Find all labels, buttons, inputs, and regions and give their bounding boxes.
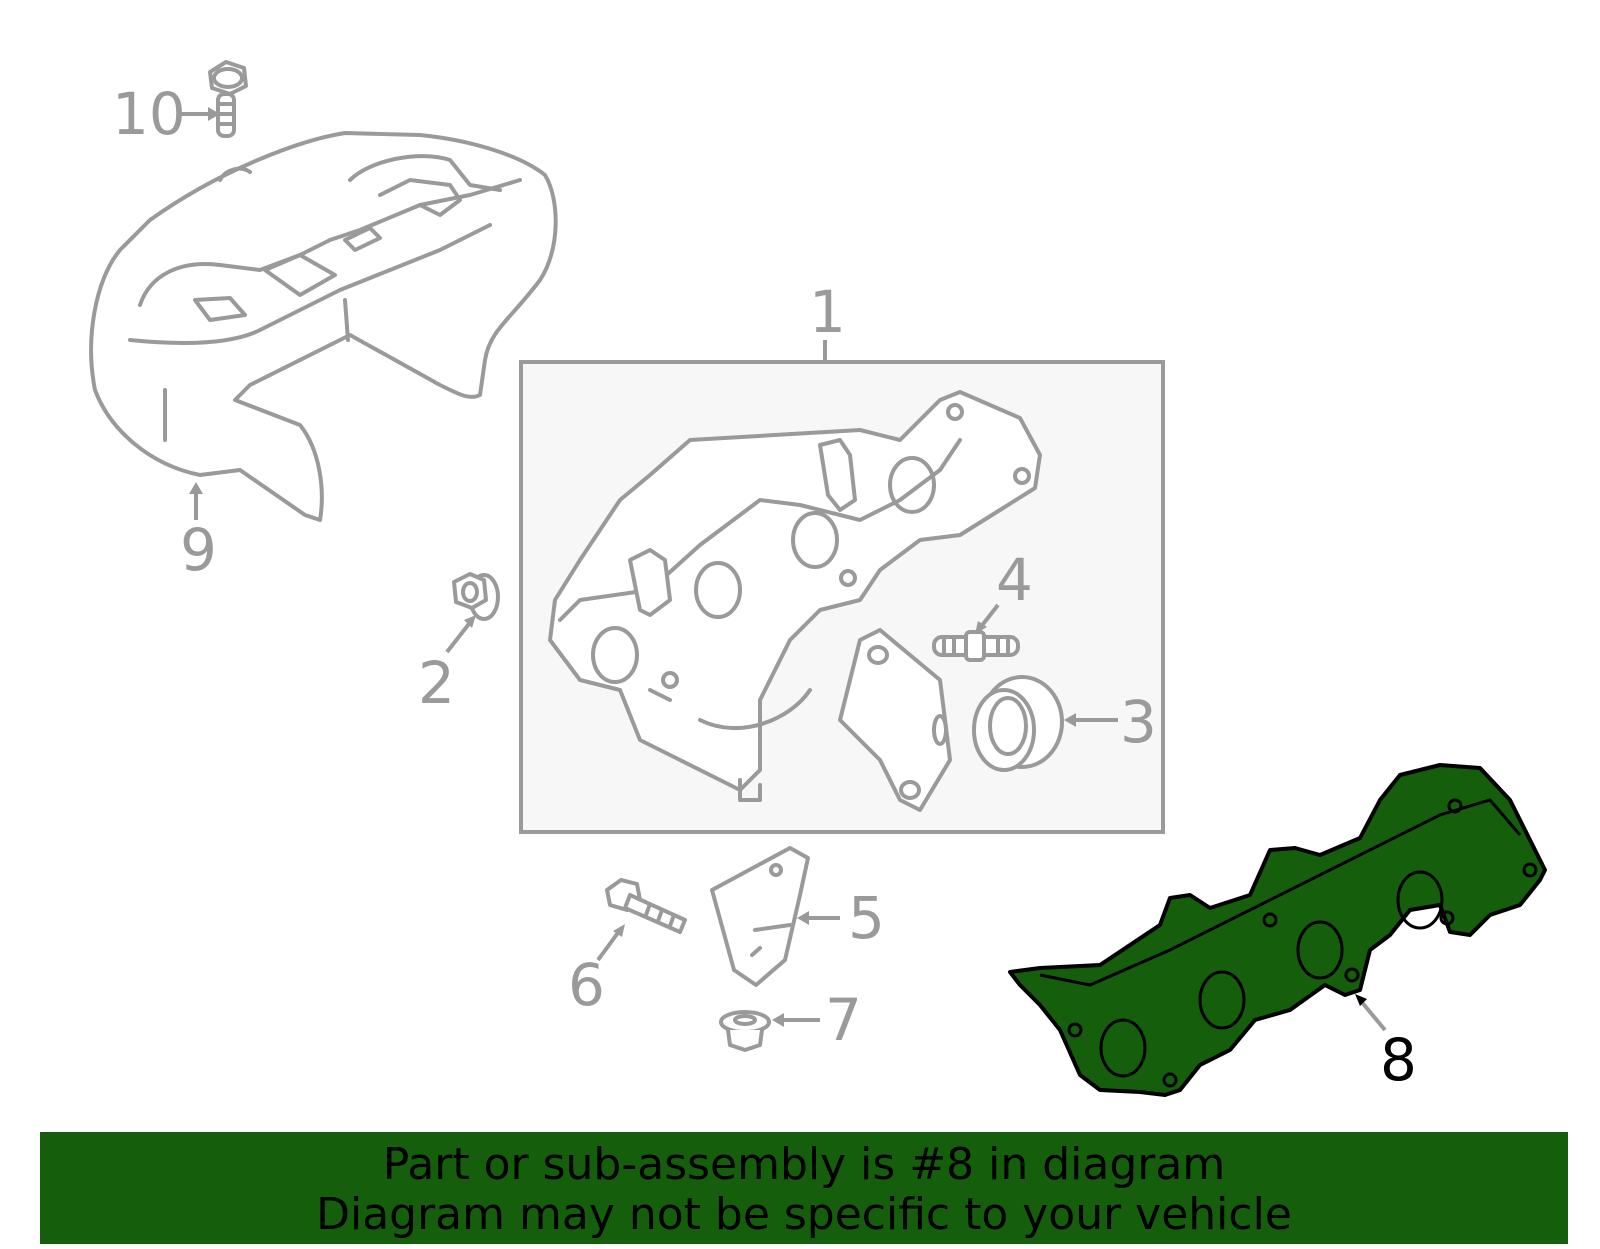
callout-8: 8: [1380, 1026, 1417, 1094]
leader-2: [445, 618, 474, 654]
callout-leaders: [180, 107, 1387, 1032]
banner-line-1: Part or sub-assembly is #8 in diagram: [382, 1139, 1226, 1190]
bolt-part-10: [208, 60, 248, 138]
stud-part-4: [932, 630, 1020, 662]
heat-shield-part-9: [89, 131, 558, 522]
callout-10: 10: [112, 80, 186, 148]
callout-3: 3: [1120, 688, 1157, 756]
callout-7: 7: [825, 986, 862, 1054]
callout-9: 9: [180, 516, 217, 584]
banner-line-2: Diagram may not be specific to your vehi…: [316, 1189, 1292, 1240]
callout-4: 4: [996, 546, 1033, 614]
callout-2: 2: [418, 649, 455, 717]
nut-part-2: [452, 572, 500, 621]
callout-1: 1: [809, 278, 846, 346]
flange-nut-part-7: [719, 1010, 771, 1052]
leader-4: [978, 603, 1000, 630]
gasket-ring-part-3: [972, 675, 1064, 772]
callout-6: 6: [568, 951, 605, 1019]
manifold-gasket-part-8: [1008, 763, 1547, 1097]
bracket-part-5: [710, 846, 810, 987]
exhaust-manifold-part-1: [548, 390, 1042, 812]
leader-6: [596, 928, 622, 962]
bolt-part-6: [605, 878, 687, 934]
info-banner: Part or sub-assembly is #8 in diagram Di…: [40, 1132, 1568, 1244]
callout-5: 5: [848, 884, 885, 952]
leader-8: [1358, 998, 1387, 1032]
